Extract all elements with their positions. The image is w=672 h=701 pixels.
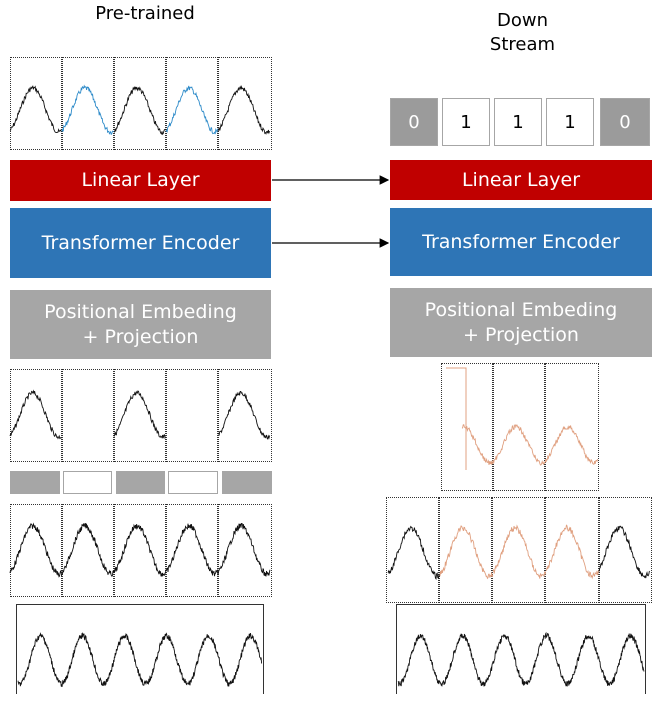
- downstream-raw-signal-box: [396, 604, 646, 694]
- mask-cell-masked: [222, 471, 272, 494]
- selected-wave: [545, 425, 599, 465]
- selected-panel: [441, 363, 493, 491]
- patch-panel: [218, 504, 272, 597]
- downstream-raw-wave: [397, 631, 645, 688]
- mask-indicator-row: [10, 471, 272, 494]
- output-wave: [217, 85, 271, 135]
- pretrained-linear-layer: Linear Layer: [10, 160, 271, 201]
- output-panel: [114, 57, 166, 150]
- pretrained-patch-panels: [10, 504, 272, 597]
- masked-input-panel: [218, 369, 272, 462]
- output-wave: [61, 84, 114, 136]
- mask-cell-masked: [10, 471, 60, 494]
- output-panel: [166, 57, 218, 150]
- mask-cell-visible: [168, 471, 218, 494]
- output-wave: [9, 85, 62, 134]
- pretrained-masked-panels: [10, 369, 272, 462]
- output-panel: [218, 57, 272, 150]
- downstream-labels: 0 1 1 1 0: [390, 98, 652, 146]
- downstream-patch-panels: [386, 497, 652, 603]
- downstream-linear-layer: Linear Layer: [390, 160, 652, 200]
- output-wave: [165, 85, 219, 135]
- label-token: 0: [390, 98, 438, 146]
- mask-cell-visible: [63, 471, 112, 494]
- output-panel: [62, 57, 114, 150]
- masked-input-wave: [113, 390, 167, 440]
- pretrained-output-panels: [10, 57, 272, 150]
- label-token: 1: [494, 98, 542, 146]
- raw-signal-wave: [17, 632, 263, 688]
- downstream-patch-wave: [545, 524, 600, 580]
- masked-input-wave: [9, 389, 62, 440]
- downstream-patch-wave: [492, 524, 547, 579]
- pretrained-title: Pre-trained: [95, 3, 195, 24]
- mask-cell-masked: [116, 471, 165, 494]
- patch-panel: [386, 497, 439, 603]
- selected-wave: [461, 424, 494, 465]
- selected-panel: [545, 363, 599, 491]
- patch-panel: [545, 497, 599, 603]
- downstream-patch-wave: [439, 525, 494, 580]
- patch-panel: [114, 504, 166, 597]
- pretrained-positional-embedding: Positional Embeding + Projection: [10, 290, 271, 359]
- output-wave: [114, 85, 166, 136]
- masked-input-panel: [166, 369, 218, 462]
- downstream-transformer-encoder: Transformer Encoder: [390, 208, 652, 276]
- patch-wave: [9, 522, 271, 578]
- downstream-title: Down Stream: [489, 10, 556, 55]
- patch-panel: [166, 504, 218, 597]
- selected-spike: [446, 367, 467, 470]
- label-token: 1: [546, 98, 594, 146]
- downstream-patch-wave: [598, 525, 650, 579]
- output-panel: [10, 57, 62, 150]
- downstream-selected-panels: [441, 363, 599, 491]
- pretrained-raw-signal-box: [16, 604, 264, 694]
- patch-panel: [62, 504, 114, 597]
- patch-panel: [439, 497, 492, 603]
- label-token: 0: [600, 98, 650, 146]
- label-token: 1: [442, 98, 490, 146]
- patch-panel: [492, 497, 545, 603]
- downstream-patch-wave: [387, 525, 441, 580]
- patch-panel: [599, 497, 652, 603]
- pretrained-transformer-encoder: Transformer Encoder: [10, 208, 271, 278]
- selected-wave: [492, 424, 547, 466]
- masked-input-panel: [10, 369, 62, 462]
- patch-panel: [10, 504, 62, 597]
- downstream-positional-embedding: Positional Embeding + Projection: [390, 288, 652, 357]
- masked-input-panel: [114, 369, 166, 462]
- selected-panel: [493, 363, 545, 491]
- masked-input-panel: [62, 369, 114, 462]
- masked-input-wave: [217, 390, 271, 440]
